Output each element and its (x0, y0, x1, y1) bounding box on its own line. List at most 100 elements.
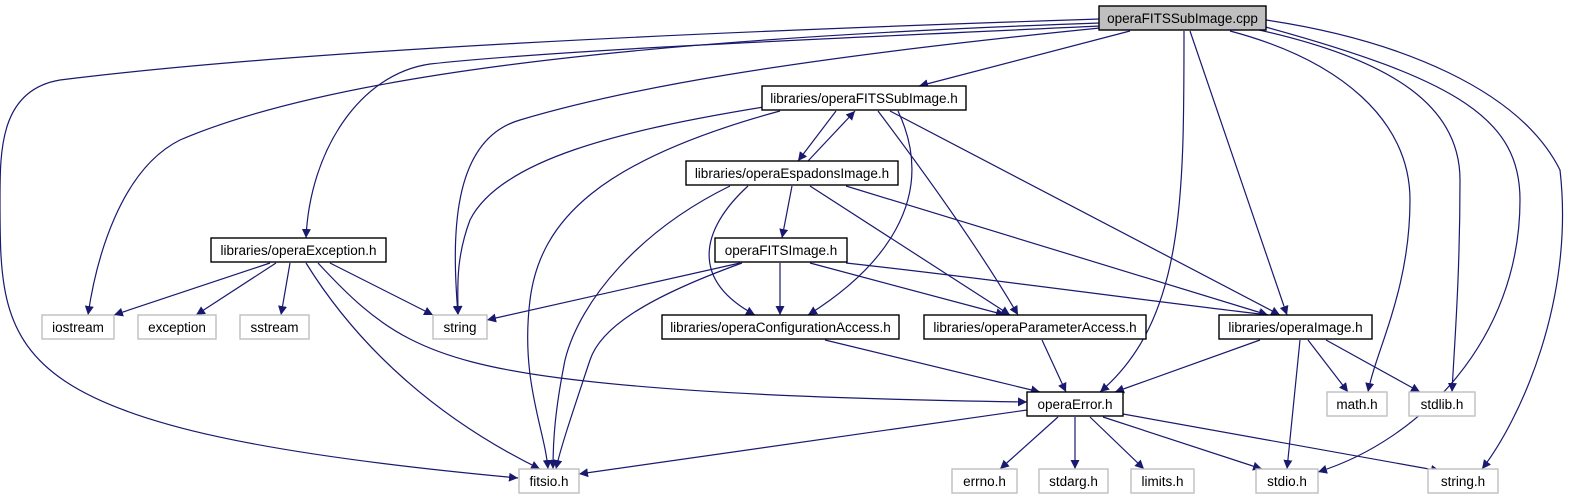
edge-esp-to-param (809, 185, 1011, 316)
node-string: string (432, 314, 488, 340)
edge-img-to-stdio (1283, 339, 1301, 470)
node-limits: limits.h (1130, 468, 1195, 494)
edge-exc-to-iostream (113, 262, 271, 317)
edges-layer (0, 18, 1564, 482)
node-label-string: string (443, 320, 476, 335)
node-stdlib: stdlib.h (1408, 391, 1476, 417)
node-stringh: string.h (1427, 468, 1499, 494)
node-box-math (1326, 391, 1388, 417)
node-label-stdarg: stdarg.h (1049, 474, 1098, 489)
edge-err-to-stdio (1102, 416, 1263, 471)
edge-esp-to-img (845, 185, 1269, 317)
edge-fitsimg-to-string (486, 262, 741, 323)
edge-err-to-limits (1089, 416, 1145, 470)
edge-root-to-stdio (1261, 25, 1521, 474)
node-exception: exception (137, 314, 217, 340)
edge-root-to-math (1229, 30, 1411, 393)
edge-img-to-stdlib (1325, 339, 1421, 393)
node-box-root[interactable] (1098, 5, 1267, 31)
edge-root-to-string (452, 27, 1101, 316)
edge-exc-to-fitsio (305, 262, 541, 470)
node-iostream: iostream (41, 314, 115, 340)
node-label-exc: libraries/operaException.h (220, 243, 376, 258)
node-label-stdlib: stdlib.h (1421, 397, 1464, 412)
edge-root-to-iostream (84, 22, 1101, 316)
edge-root-to-stdlib (1249, 27, 1461, 393)
node-label-errno: errno.h (963, 474, 1006, 489)
node-label-sstream: sstream (250, 320, 298, 335)
edge-fitsimg-to-fitsio (553, 262, 743, 470)
edge-esp-to-fitsio (548, 185, 731, 470)
node-label-limits: limits.h (1141, 474, 1183, 489)
node-box-limits (1130, 468, 1195, 494)
nodes-layer: operaFITSSubImage.cpp libraries/operaFITS… (41, 5, 1499, 494)
edge-exc-to-err (317, 262, 1028, 407)
node-box-exc[interactable] (210, 237, 387, 263)
edge-err-to-fitsio (578, 409, 1028, 478)
node-label-subimg: libraries/operaFITSSubImage.h (770, 91, 958, 106)
node-fitsio: fitsio.h (518, 468, 580, 494)
edge-err-to-stringh (1122, 413, 1441, 474)
node-stdarg: stdarg.h (1038, 468, 1109, 494)
node-label-stdio: stdio.h (1267, 474, 1307, 489)
node-exc[interactable]: libraries/operaException.h (210, 237, 387, 263)
node-label-param: libraries/operaParameterAccess.h (933, 320, 1136, 335)
node-esp[interactable]: libraries/operaEspadonsImage.h (685, 160, 899, 186)
edge-subimg-to-esp (797, 110, 837, 162)
node-label-math: math.h (1336, 397, 1377, 412)
node-box-subimg[interactable] (761, 85, 967, 111)
node-box-sstream (239, 314, 310, 340)
node-fitsimg[interactable]: operaFITSImage.h (714, 237, 848, 263)
node-label-img: libraries/operaImage.h (1228, 320, 1362, 335)
edge-subimg-to-param (877, 110, 1019, 316)
edge-fitsimg-to-img (845, 262, 1269, 319)
edge-subimg-to-img (889, 110, 1281, 316)
edge-fitsimg-to-param (809, 262, 1006, 318)
edge-root-to-err (1099, 30, 1185, 393)
node-box-conf[interactable] (661, 314, 900, 340)
node-box-fitsimg[interactable] (714, 237, 848, 263)
node-box-stdio (1255, 468, 1319, 494)
node-sstream: sstream (239, 314, 310, 340)
node-box-iostream (41, 314, 115, 340)
edge-esp-to-conf (708, 185, 756, 316)
edge-exc-to-sstream (278, 262, 291, 316)
node-label-err: operaError.h (1037, 397, 1112, 412)
node-label-stringh: string.h (1441, 474, 1485, 489)
node-label-conf: libraries/operaConfigurationAccess.h (670, 320, 891, 335)
edge-exc-to-exception (195, 262, 277, 316)
node-box-param[interactable] (923, 314, 1147, 340)
edge-root-to-subimg (918, 30, 1131, 89)
edge-conf-to-err (824, 339, 1041, 395)
node-img[interactable]: libraries/operaImage.h (1218, 314, 1373, 340)
node-label-esp: libraries/operaEspadonsImage.h (695, 166, 889, 181)
node-label-root: operaFITSSubImage.cpp (1107, 11, 1258, 26)
edge-esp-to-fitsimg (779, 185, 793, 239)
node-errno: errno.h (951, 468, 1018, 494)
node-param[interactable]: libraries/operaParameterAccess.h (923, 314, 1147, 340)
edge-img-to-err (1114, 339, 1261, 394)
node-conf[interactable]: libraries/operaConfigurationAccess.h (661, 314, 900, 340)
node-box-fitsio (518, 468, 580, 494)
node-stdio: stdio.h (1255, 468, 1319, 494)
node-label-fitsio: fitsio.h (529, 474, 568, 489)
edge-root-to-img (1189, 30, 1289, 316)
node-err[interactable]: operaError.h (1026, 391, 1124, 417)
node-box-img[interactable] (1218, 314, 1373, 340)
edge-img-to-math (1307, 339, 1349, 393)
node-subimg[interactable]: libraries/operaFITSSubImage.h (761, 85, 967, 111)
edge-err-to-errno (999, 416, 1059, 470)
edge-root-to-stringh (1265, 19, 1564, 470)
node-label-iostream: iostream (52, 320, 104, 335)
node-box-stringh (1427, 468, 1499, 494)
node-box-err[interactable] (1026, 391, 1124, 417)
node-box-stdlib (1408, 391, 1476, 417)
edge-subimg-to-string (453, 105, 771, 316)
node-box-errno (951, 468, 1018, 494)
node-root[interactable]: operaFITSSubImage.cpp (1098, 5, 1267, 31)
node-box-exception (137, 314, 217, 340)
node-box-stdarg (1038, 468, 1109, 494)
node-box-esp[interactable] (685, 160, 899, 186)
node-label-exception: exception (148, 320, 206, 335)
edge-subimg-to-fitsio (527, 110, 781, 470)
